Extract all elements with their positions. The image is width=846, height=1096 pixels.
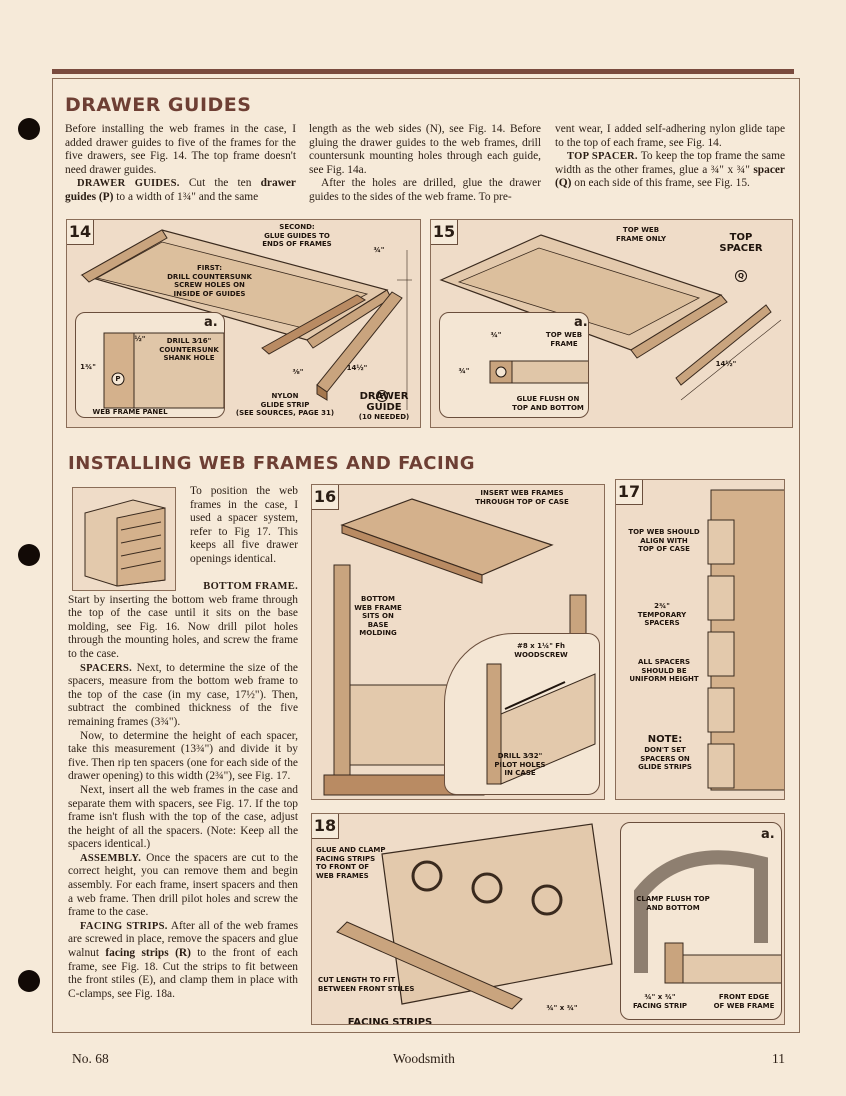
figure-14-drawing bbox=[80, 229, 412, 410]
callout-top-web-frame: TOP WEB FRAME bbox=[545, 331, 583, 348]
paragraph: DRAWER GUIDES. Cut the ten drawer guides… bbox=[65, 177, 296, 203]
detail-drawing bbox=[634, 850, 781, 984]
footer-issue: No. 68 bbox=[72, 1051, 109, 1066]
paragraph: vent wear, I added self-adhering nylon g… bbox=[555, 123, 785, 149]
dimension-label: ¾" bbox=[458, 367, 470, 375]
text-column-main: BOTTOM FRAME. Start by inserting the bot… bbox=[68, 580, 298, 1001]
figure-number: 16 bbox=[312, 485, 339, 510]
text-column-1: Before installing the web frames in the … bbox=[65, 123, 296, 205]
dimension-label: 14½" bbox=[715, 360, 737, 368]
paragraph: ASSEMBLY. Once the spacers are cut to th… bbox=[68, 851, 298, 919]
figure-number: 18 bbox=[312, 814, 339, 839]
callout-needed: (10 NEEDED) bbox=[358, 413, 410, 421]
paragraph: length as the web sides (N), see Fig. 14… bbox=[309, 123, 541, 176]
callout-align: TOP WEB SHOULD ALIGN WITH TOP OF CASE bbox=[628, 528, 700, 553]
detail-letter: a. bbox=[204, 315, 218, 330]
detail-drawing bbox=[489, 360, 588, 384]
callout-nylon-strip: NYLON GLIDE STRIP (SEE SOURCES, PAGE 31) bbox=[235, 392, 335, 417]
figure-15: 15 TOP WEB FRAME ONLY TOP SPACER Q 14½" … bbox=[430, 219, 793, 428]
paragraph: Next, insert all the web frames in the c… bbox=[68, 783, 298, 851]
callout-second: SECOND: GLUE GUIDES TO ENDS OF FRAMES bbox=[262, 223, 332, 248]
dimension-label: ½" bbox=[134, 335, 146, 343]
callout-facing-strips: FACING STRIPS R bbox=[330, 1006, 450, 1024]
detail-letter: a. bbox=[761, 827, 775, 842]
callout-insert: INSERT WEB FRAMES THROUGH TOP OF CASE bbox=[475, 489, 569, 506]
paragraph: Start by inserting the bottom web frame … bbox=[68, 593, 298, 660]
callout-clamp-flush: CLAMP FLUSH TOP AND BOTTOM bbox=[636, 895, 710, 912]
dimension-label: ¾" x ¾" bbox=[546, 1004, 578, 1012]
callout-drawer-guide: DRAWER GUIDE bbox=[359, 391, 409, 413]
figure-14a-detail: a. DRILL 3⁄16" COUNTERSUNK SHANK HOLE ½"… bbox=[75, 312, 225, 418]
paragraph: BOTTOM FRAME. bbox=[203, 581, 298, 592]
callout-glue-clamp: GLUE AND CLAMP FACING STRIPS TO FRONT OF… bbox=[316, 846, 386, 880]
paragraph: After the holes are drilled, glue the dr… bbox=[309, 177, 541, 203]
paragraph: Now, to determine the height of each spa… bbox=[68, 729, 298, 783]
content-frame bbox=[52, 78, 800, 1033]
paragraph: Before installing the web frames in the … bbox=[65, 123, 296, 176]
cabinet-drawing bbox=[84, 499, 166, 587]
figure-15-drawing bbox=[439, 234, 782, 401]
dimension-label: 1¾" bbox=[80, 363, 96, 371]
callout-drill: DRILL 3⁄16" COUNTERSUNK SHANK HOLE bbox=[159, 337, 219, 362]
callout-front-edge: FRONT EDGE OF WEB FRAME bbox=[713, 993, 775, 1010]
callout-first: FIRST: DRILL COUNTERSUNK SCREW HOLES ON … bbox=[167, 264, 252, 298]
text-column-2: length as the web sides (N), see Fig. 14… bbox=[309, 123, 541, 205]
header-rule bbox=[52, 69, 794, 74]
section-title-installing: INSTALLING WEB FRAMES AND FACING bbox=[68, 453, 476, 474]
callout-drill: DRILL 3⁄32" PILOT HOLES IN CASE bbox=[494, 752, 546, 777]
detail-drawing bbox=[486, 663, 596, 785]
figure-14: 14 SECOND: GLUE GUIDES TO ENDS OF FRAMES… bbox=[66, 219, 421, 428]
callout-uniform: ALL SPACERS SHOULD BE UNIFORM HEIGHT bbox=[629, 658, 699, 683]
dimension-label: ¾" bbox=[490, 331, 502, 339]
footer-magazine: Woodsmith bbox=[393, 1051, 455, 1066]
figure-17-drawing bbox=[707, 489, 784, 791]
detail-letter: a. bbox=[574, 315, 588, 330]
cabinet-thumbnail bbox=[72, 487, 176, 591]
paragraph: TOP SPACER. To keep the top frame the sa… bbox=[555, 150, 786, 190]
binder-hole bbox=[18, 970, 40, 992]
callout-facing-strip: ¾" x ¾" FACING STRIP bbox=[632, 993, 688, 1010]
section-title-drawer-guides: DRAWER GUIDES bbox=[65, 94, 252, 116]
figure-number: 15 bbox=[431, 220, 458, 245]
paragraph: FACING STRIPS. After all of the web fram… bbox=[68, 919, 298, 1000]
text-column-intro: To position the web frames in the case, … bbox=[190, 485, 298, 567]
part-label-p: P bbox=[352, 380, 412, 402]
callout-bottom: BOTTOM WEB FRAME SITS ON BASE MOLDING bbox=[354, 595, 402, 637]
figure-18a-detail: a. CLAMP FLUSH TOP AND BOTTOM ¾" x ¾" FA… bbox=[620, 822, 782, 1020]
part-label-q: Q bbox=[731, 260, 751, 282]
text-column-3: vent wear, I added self-adhering nylon g… bbox=[555, 123, 785, 191]
figure-16a-detail: a. #8 x 1¼" Fh WOODSCREW DRILL 3⁄32" PIL… bbox=[444, 633, 600, 795]
paragraph: To position the web frames in the case, … bbox=[190, 485, 298, 565]
part-label-p: P bbox=[115, 375, 121, 383]
detail-letter: a. bbox=[453, 640, 467, 655]
binder-hole bbox=[18, 544, 40, 566]
dimension-label: ¾" bbox=[373, 246, 385, 254]
note-text: DON'T SET SPACERS ON GLIDE STRIPS bbox=[638, 746, 692, 771]
figure-16: 16 INSERT WEB FRAMES THROUGH TOP OF CASE… bbox=[311, 484, 605, 800]
callout-temporary-spacers: 2¾" TEMPORARY SPACERS bbox=[637, 602, 687, 627]
callout-cut-length: CUT LENGTH TO FIT BETWEEN FRONT STILES bbox=[318, 976, 415, 993]
figure-15a-detail: a. ¾" ¾" TOP WEB FRAME GLUE FLUSH ON TOP… bbox=[439, 312, 589, 418]
callout-glue-flush: GLUE FLUSH ON TOP AND BOTTOM bbox=[512, 395, 584, 412]
note-heading: NOTE: bbox=[647, 734, 683, 745]
callout-top-web: TOP WEB FRAME ONLY bbox=[615, 226, 667, 243]
callout-top-spacer: TOP SPACER bbox=[719, 232, 763, 254]
figure-number: 17 bbox=[616, 480, 643, 505]
figure-number: 14 bbox=[67, 220, 94, 245]
detail-drawing bbox=[103, 332, 224, 409]
callout-web-panel: WEB FRAME PANEL bbox=[92, 408, 168, 416]
callout-screw: #8 x 1¼" Fh WOODSCREW bbox=[514, 642, 568, 659]
figure-17: 17 TOP WEB SHOULD ALIGN WITH TOP OF CASE… bbox=[615, 479, 785, 800]
footer-page-number: 11 bbox=[772, 1051, 785, 1066]
dimension-label: ⅜" bbox=[292, 368, 304, 376]
dimension-label: 14½" bbox=[346, 364, 368, 372]
binder-hole bbox=[18, 118, 40, 140]
figure-18: 18 GLUE AND CLAMP FACING STRIPS TO FRONT… bbox=[311, 813, 785, 1025]
paragraph: SPACERS. Next, to determine the size of … bbox=[68, 661, 298, 728]
